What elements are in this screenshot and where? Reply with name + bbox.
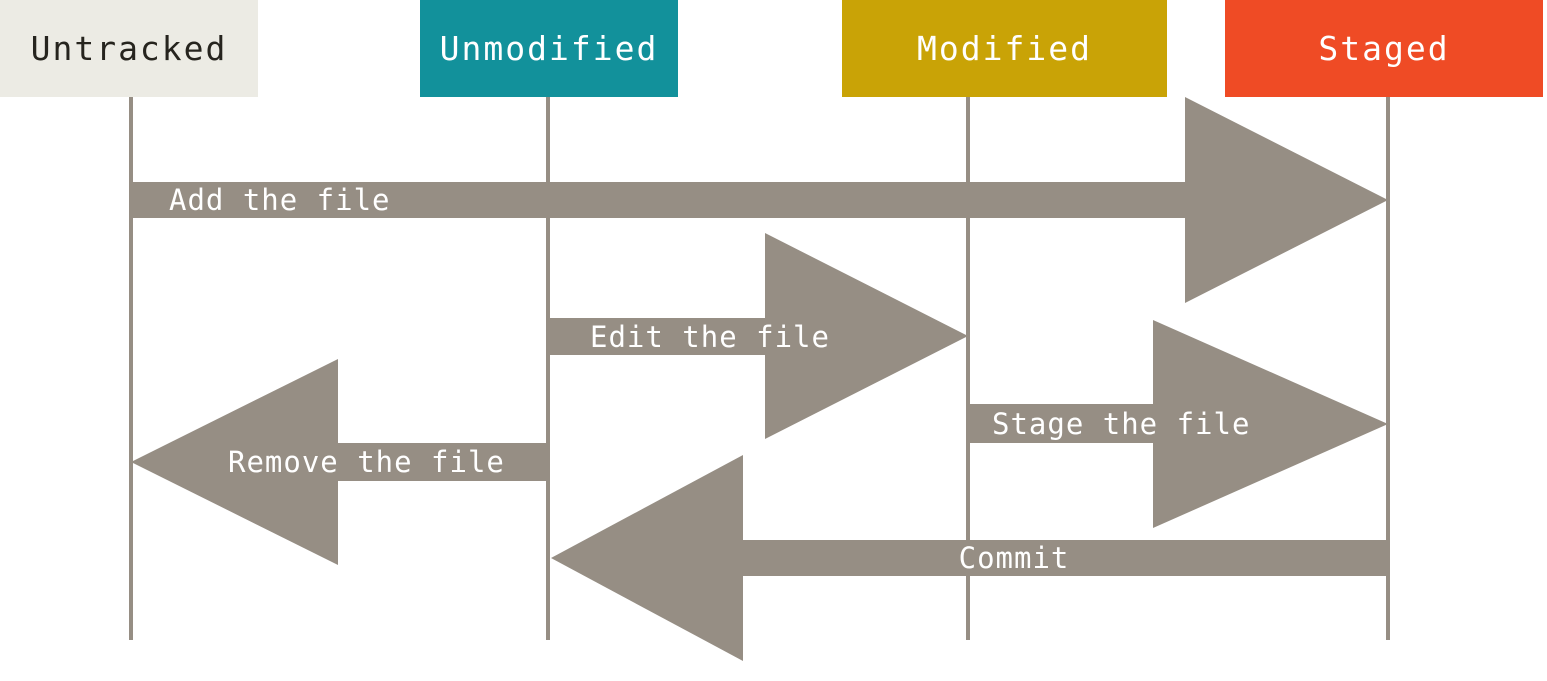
add-the-file-arrowhead-icon [1185, 97, 1388, 303]
state-label-unmodified: Unmodified [439, 29, 659, 68]
lifeline-unmodified [546, 97, 550, 640]
commit-arrow-label: Commit [958, 541, 1070, 575]
lifeline-modified [966, 97, 970, 640]
edit-the-file-arrowhead-icon [765, 233, 968, 439]
state-box-staged: Staged [1225, 0, 1543, 97]
stage-the-file-arrow-label: Stage the file [992, 406, 1251, 441]
state-label-modified: Modified [917, 29, 1092, 68]
add-the-file-arrow-shaft [131, 182, 1187, 218]
stage-the-file-arrowhead-icon [1153, 320, 1388, 528]
state-label-untracked: Untracked [30, 29, 228, 68]
stage-the-file-arrow-shaft [968, 404, 1155, 443]
edit-the-file-arrow-label: Edit the file [590, 319, 830, 354]
state-label-staged: Staged [1318, 29, 1450, 68]
remove-the-file-arrowhead-icon [131, 359, 338, 565]
state-box-untracked: Untracked [0, 0, 258, 97]
state-box-unmodified: Unmodified [420, 0, 678, 97]
state-box-modified: Modified [842, 0, 1167, 97]
commit-arrow-shaft [741, 540, 1390, 576]
add-the-file-arrow-label: Add the file [169, 183, 391, 217]
remove-the-file-arrow-label: Remove the file [228, 445, 505, 479]
remove-the-file-arrow-shaft [336, 443, 548, 481]
commit-arrowhead-icon [551, 455, 743, 661]
edit-the-file-arrow-shaft [548, 318, 767, 355]
lifeline-staged [1386, 97, 1390, 640]
